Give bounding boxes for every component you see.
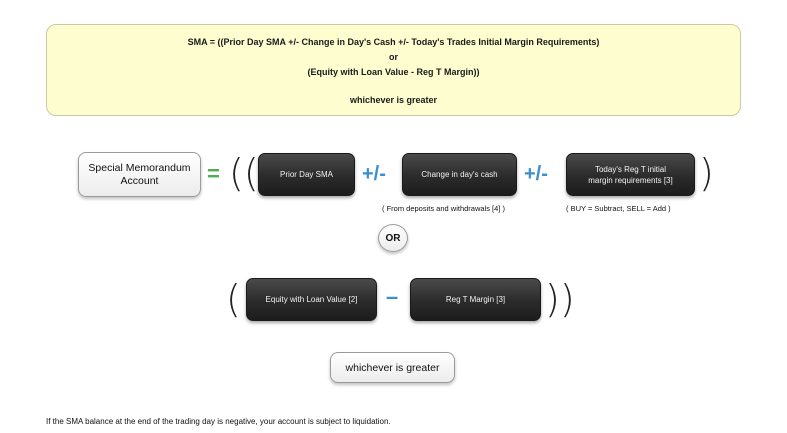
- open-parens-top: ((: [229, 151, 259, 195]
- footer-note: If the SMA balance at the end of the tra…: [46, 417, 391, 426]
- open-paren-bottom: (: [226, 277, 241, 321]
- plus-minus-2: +/-: [524, 163, 548, 185]
- equity-loan-box: Equity with Loan Value [2]: [246, 278, 377, 321]
- minus-sign: –: [386, 284, 399, 309]
- note-deposits: ( From deposits and withdrawals [4] ): [382, 204, 505, 213]
- plus-minus-1: +/-: [362, 163, 386, 185]
- or-badge: OR: [378, 224, 408, 252]
- reg-t-margin-box: Reg T Margin [3]: [410, 278, 541, 321]
- change-cash-box: Change in day's cash: [402, 153, 517, 196]
- note-buy-sell: ( BUY = Subtract, SELL = Add ): [566, 204, 671, 213]
- close-parens-bottom: )): [545, 277, 575, 321]
- close-paren-top: ): [699, 151, 714, 195]
- sma-account-box: Special Memorandum Account: [78, 152, 201, 197]
- whichever-greater-box: whichever is greater: [330, 352, 455, 383]
- formula-line-4: whichever is greater: [349, 95, 438, 105]
- equals-sign: =: [207, 161, 220, 186]
- formula-box: SMA = ((Prior Day SMA +/- Change in Day'…: [46, 24, 741, 116]
- formula-line-3: (Equity with Loan Value - Reg T Margin)): [307, 67, 480, 77]
- prior-day-sma-box: Prior Day SMA: [258, 153, 355, 196]
- reg-t-initial-box: Today's Reg T initial margin requirement…: [566, 153, 695, 196]
- formula-line-1: SMA = ((Prior Day SMA +/- Change in Day'…: [187, 37, 600, 47]
- formula-line-2: or: [389, 52, 398, 62]
